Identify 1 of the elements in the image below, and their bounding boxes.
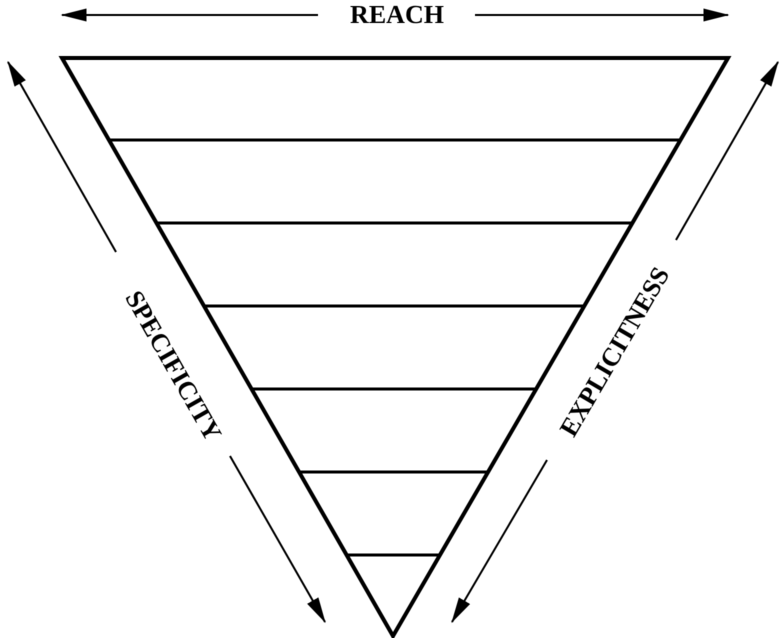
axis-label: REACH: [350, 2, 444, 28]
